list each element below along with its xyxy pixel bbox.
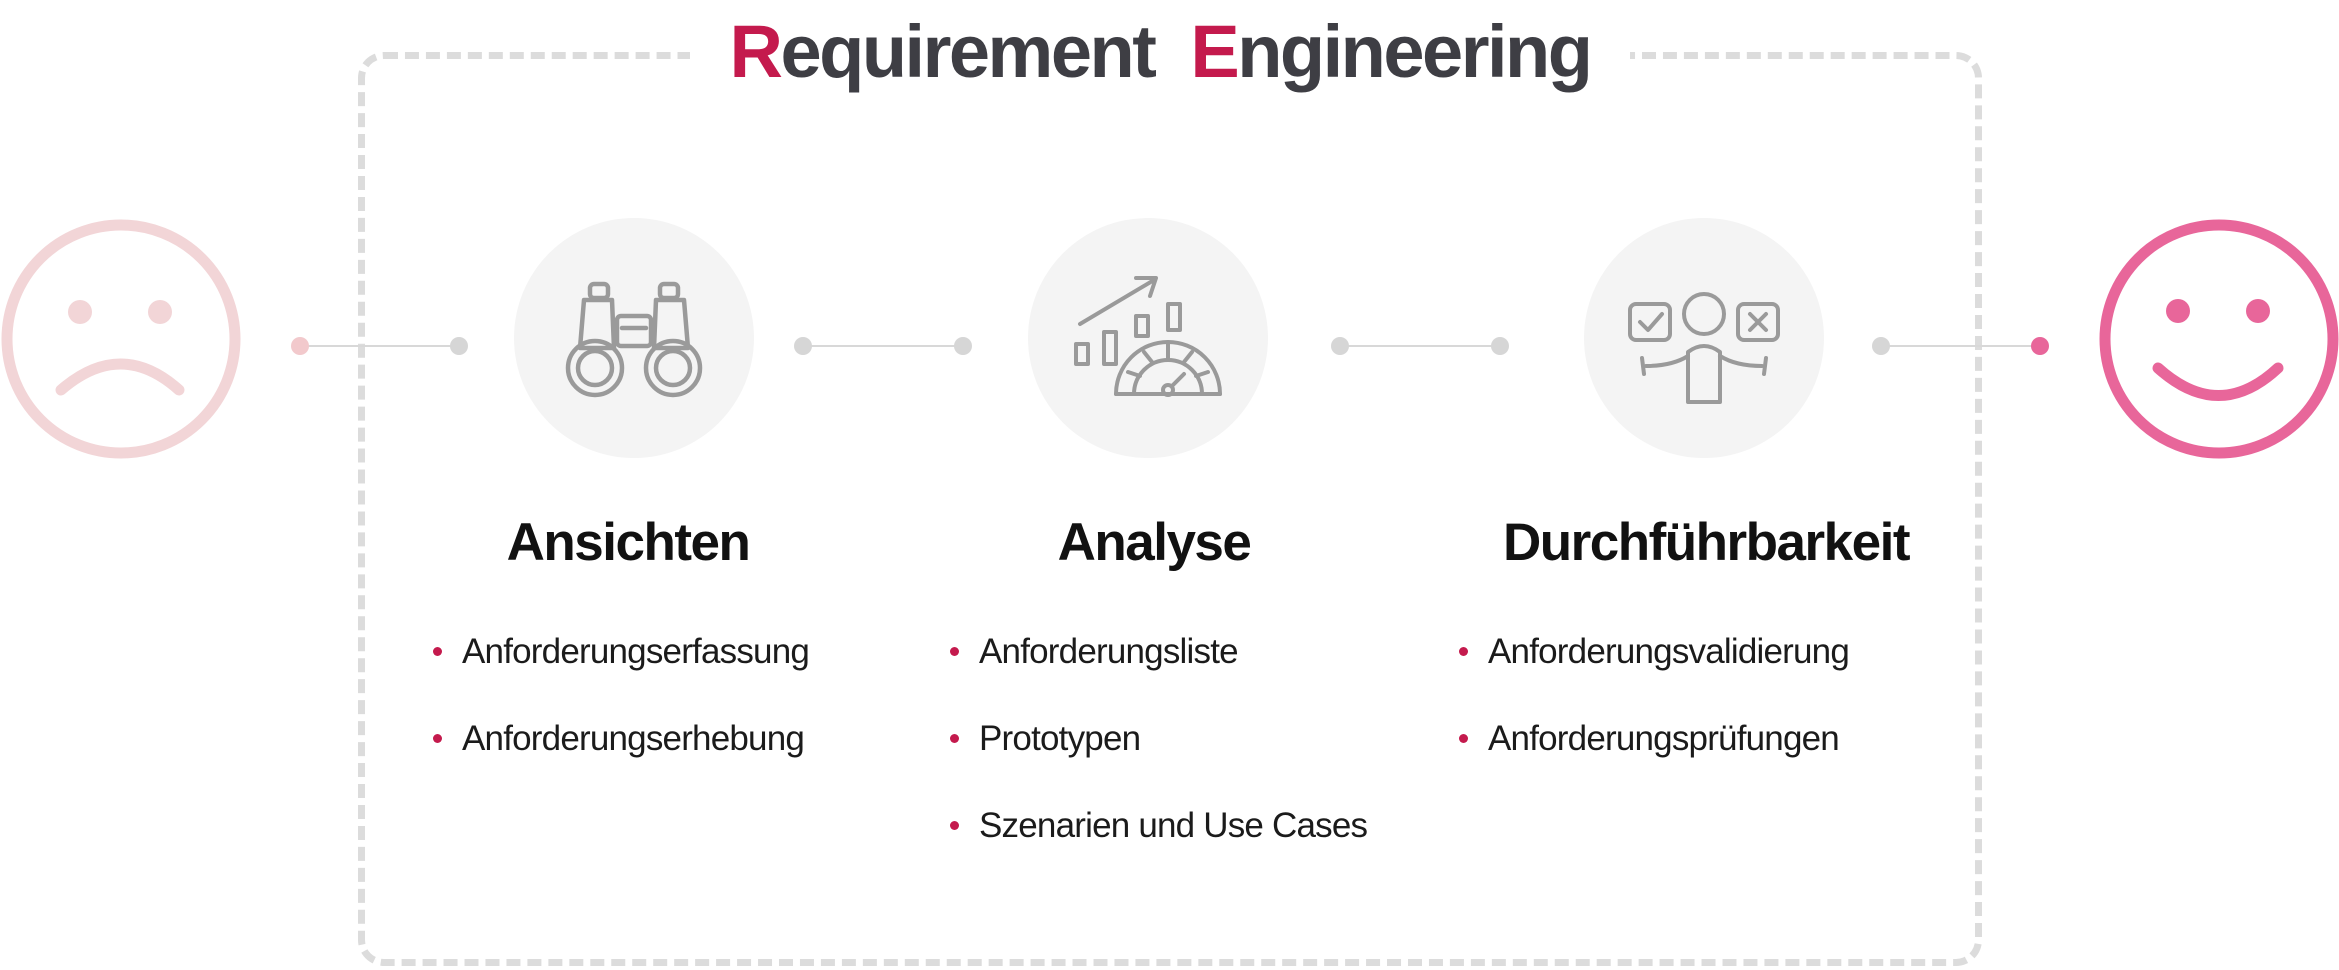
connector-1 [300,345,460,347]
connector-4-start-dot [1872,337,1890,355]
connector-1-start-dot [291,337,309,355]
person-decision-icon [1628,292,1780,404]
connector-4-end-dot [2031,337,2049,355]
column-title-ansichten: Ansichten [506,513,751,572]
title-word-requirement: equirement [780,10,1156,93]
durchfuehrbarkeit-list: Anforderungsvalidierung Anforderungsprüf… [1456,624,1850,798]
list-item: Anforderungsprüfungen [1456,711,1849,798]
title-word-engineering: ngineering [1237,10,1593,93]
list-item: Szenarien und Use Cases [947,798,1368,885]
connector-3-start-dot [1331,337,1349,355]
ansichten-list: Anforderungserfassung Anforderungserhebu… [430,624,810,798]
connector-2-start-dot [794,337,812,355]
column-title-durchfuehrbarkeit: Durchführbarkeit [1503,513,1910,572]
connector-4 [1881,345,2041,347]
list-item: Anforderungsvalidierung [1456,624,1850,711]
growth-chart-gauge-icon-circle [1028,218,1268,458]
connector-3-end-dot [1491,337,1509,355]
happy-face-icon [2099,219,2339,459]
analyse-list: Anforderungsliste Prototypen Szenarien u… [947,624,1368,885]
title-initial-e: E [1190,10,1239,93]
growth-chart-gauge-icon [1074,276,1222,397]
column-title-analyse: Analyse [1057,513,1252,572]
binoculars-icon [565,281,703,398]
list-item: Anforderungserhebung [430,711,809,798]
list-item: Anforderungserfassung [430,624,810,711]
connector-2 [803,345,963,347]
sad-face-icon [1,219,241,459]
diagram-title: Requirement Engineering [690,6,1630,98]
title-initial-r: R [729,10,783,93]
person-decision-icon-circle [1584,218,1824,458]
list-item: Prototypen [947,711,1367,798]
connector-1-end-dot [450,337,468,355]
binoculars-icon-circle [514,218,754,458]
list-item: Anforderungsliste [947,624,1367,711]
connector-3 [1340,345,1500,347]
connector-2-end-dot [954,337,972,355]
